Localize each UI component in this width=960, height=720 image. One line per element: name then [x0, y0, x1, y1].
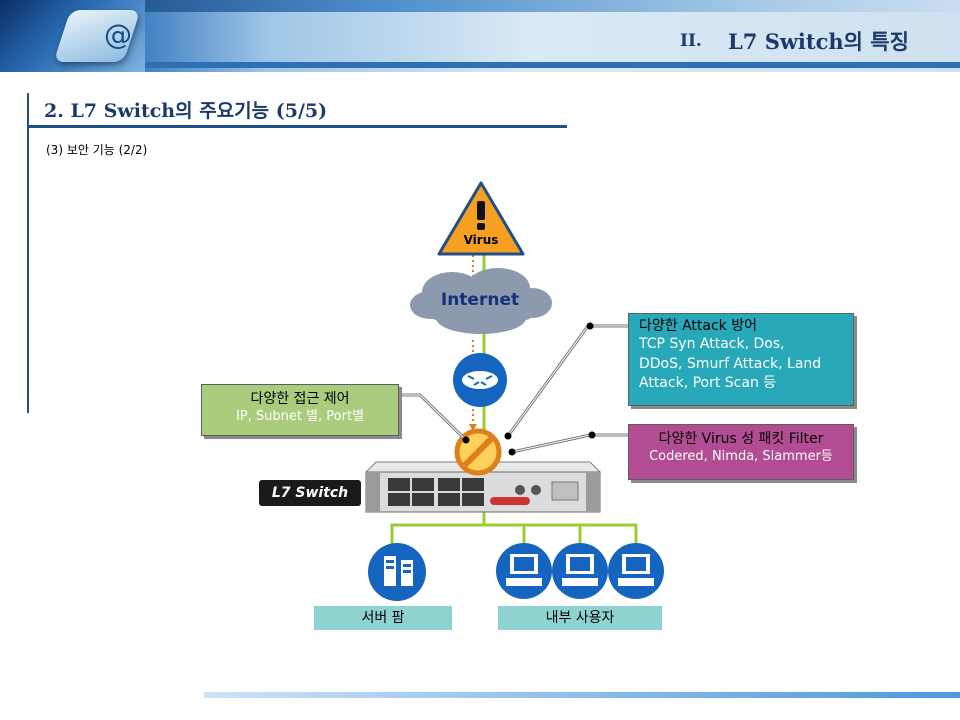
workstation-icon-2: [552, 543, 608, 599]
access-control-title: 다양한 접근 제어: [250, 391, 350, 407]
router-icon: [453, 353, 507, 407]
access-control-box: 다양한 접근 제어 IP, Subnet 별, Port별: [201, 384, 399, 436]
virus-filter-callout-line: [508, 431, 628, 456]
attack-defense-line: DDoS, Smurf Attack, Land: [639, 355, 822, 372]
header-title: L7 Switch의 특징: [728, 29, 909, 54]
virus-label: Virus: [463, 233, 499, 247]
section-rule: [27, 125, 567, 128]
server-farm-icon: [368, 543, 426, 601]
virus-filter-box: 다양한 Virus 성 패킷 Filter Codered, Nimda, Sl…: [628, 424, 854, 480]
server-branch-line: [390, 510, 486, 545]
attack-defense-line: Attack, Port Scan 등: [639, 375, 777, 391]
access-callout-line: [394, 391, 470, 444]
at-sign-icon: @: [104, 18, 132, 51]
l7-switch-label: L7 Switch: [259, 480, 361, 506]
header-wave: [0, 0, 960, 12]
subsection-title: (3) 보안 기능 (2/2): [46, 143, 148, 157]
internet-cloud-icon: [410, 268, 552, 334]
users-branch-line: [484, 523, 638, 545]
virus-warning-icon: [437, 181, 525, 256]
header-stripe: [130, 62, 960, 68]
internal-users-label: 내부 사용자: [498, 606, 662, 630]
header-section-number: II.: [680, 31, 702, 51]
access-control-detail: IP, Subnet 별, Port별: [235, 409, 365, 424]
attack-defense-title: 다양한 Attack 방어: [639, 318, 757, 334]
attack-callout-line: [504, 322, 628, 440]
virus-filter-detail: Codered, Nimda, Slammer등: [649, 449, 833, 464]
section-title: 2. L7 Switch의 주요기능 (5/5): [44, 100, 328, 122]
workstation-icon-1: [496, 543, 552, 599]
footer-bar: [204, 692, 960, 698]
server-farm-label: 서버 팜: [314, 606, 452, 630]
attack-defense-line: TCP Syn Attack, Dos,: [639, 336, 785, 352]
virus-filter-title: 다양한 Virus 성 패킷 Filter: [658, 431, 824, 447]
header-banner: [0, 0, 960, 72]
left-rule: [27, 93, 29, 413]
workstation-icon-3: [608, 543, 664, 599]
internet-label: Internet: [440, 290, 520, 310]
virus-path-arrow: [469, 424, 477, 431]
l7-switch-device: [364, 461, 602, 513]
attack-defense-box: 다양한 Attack 방어 TCP Syn Attack, Dos, DDoS,…: [628, 313, 854, 406]
